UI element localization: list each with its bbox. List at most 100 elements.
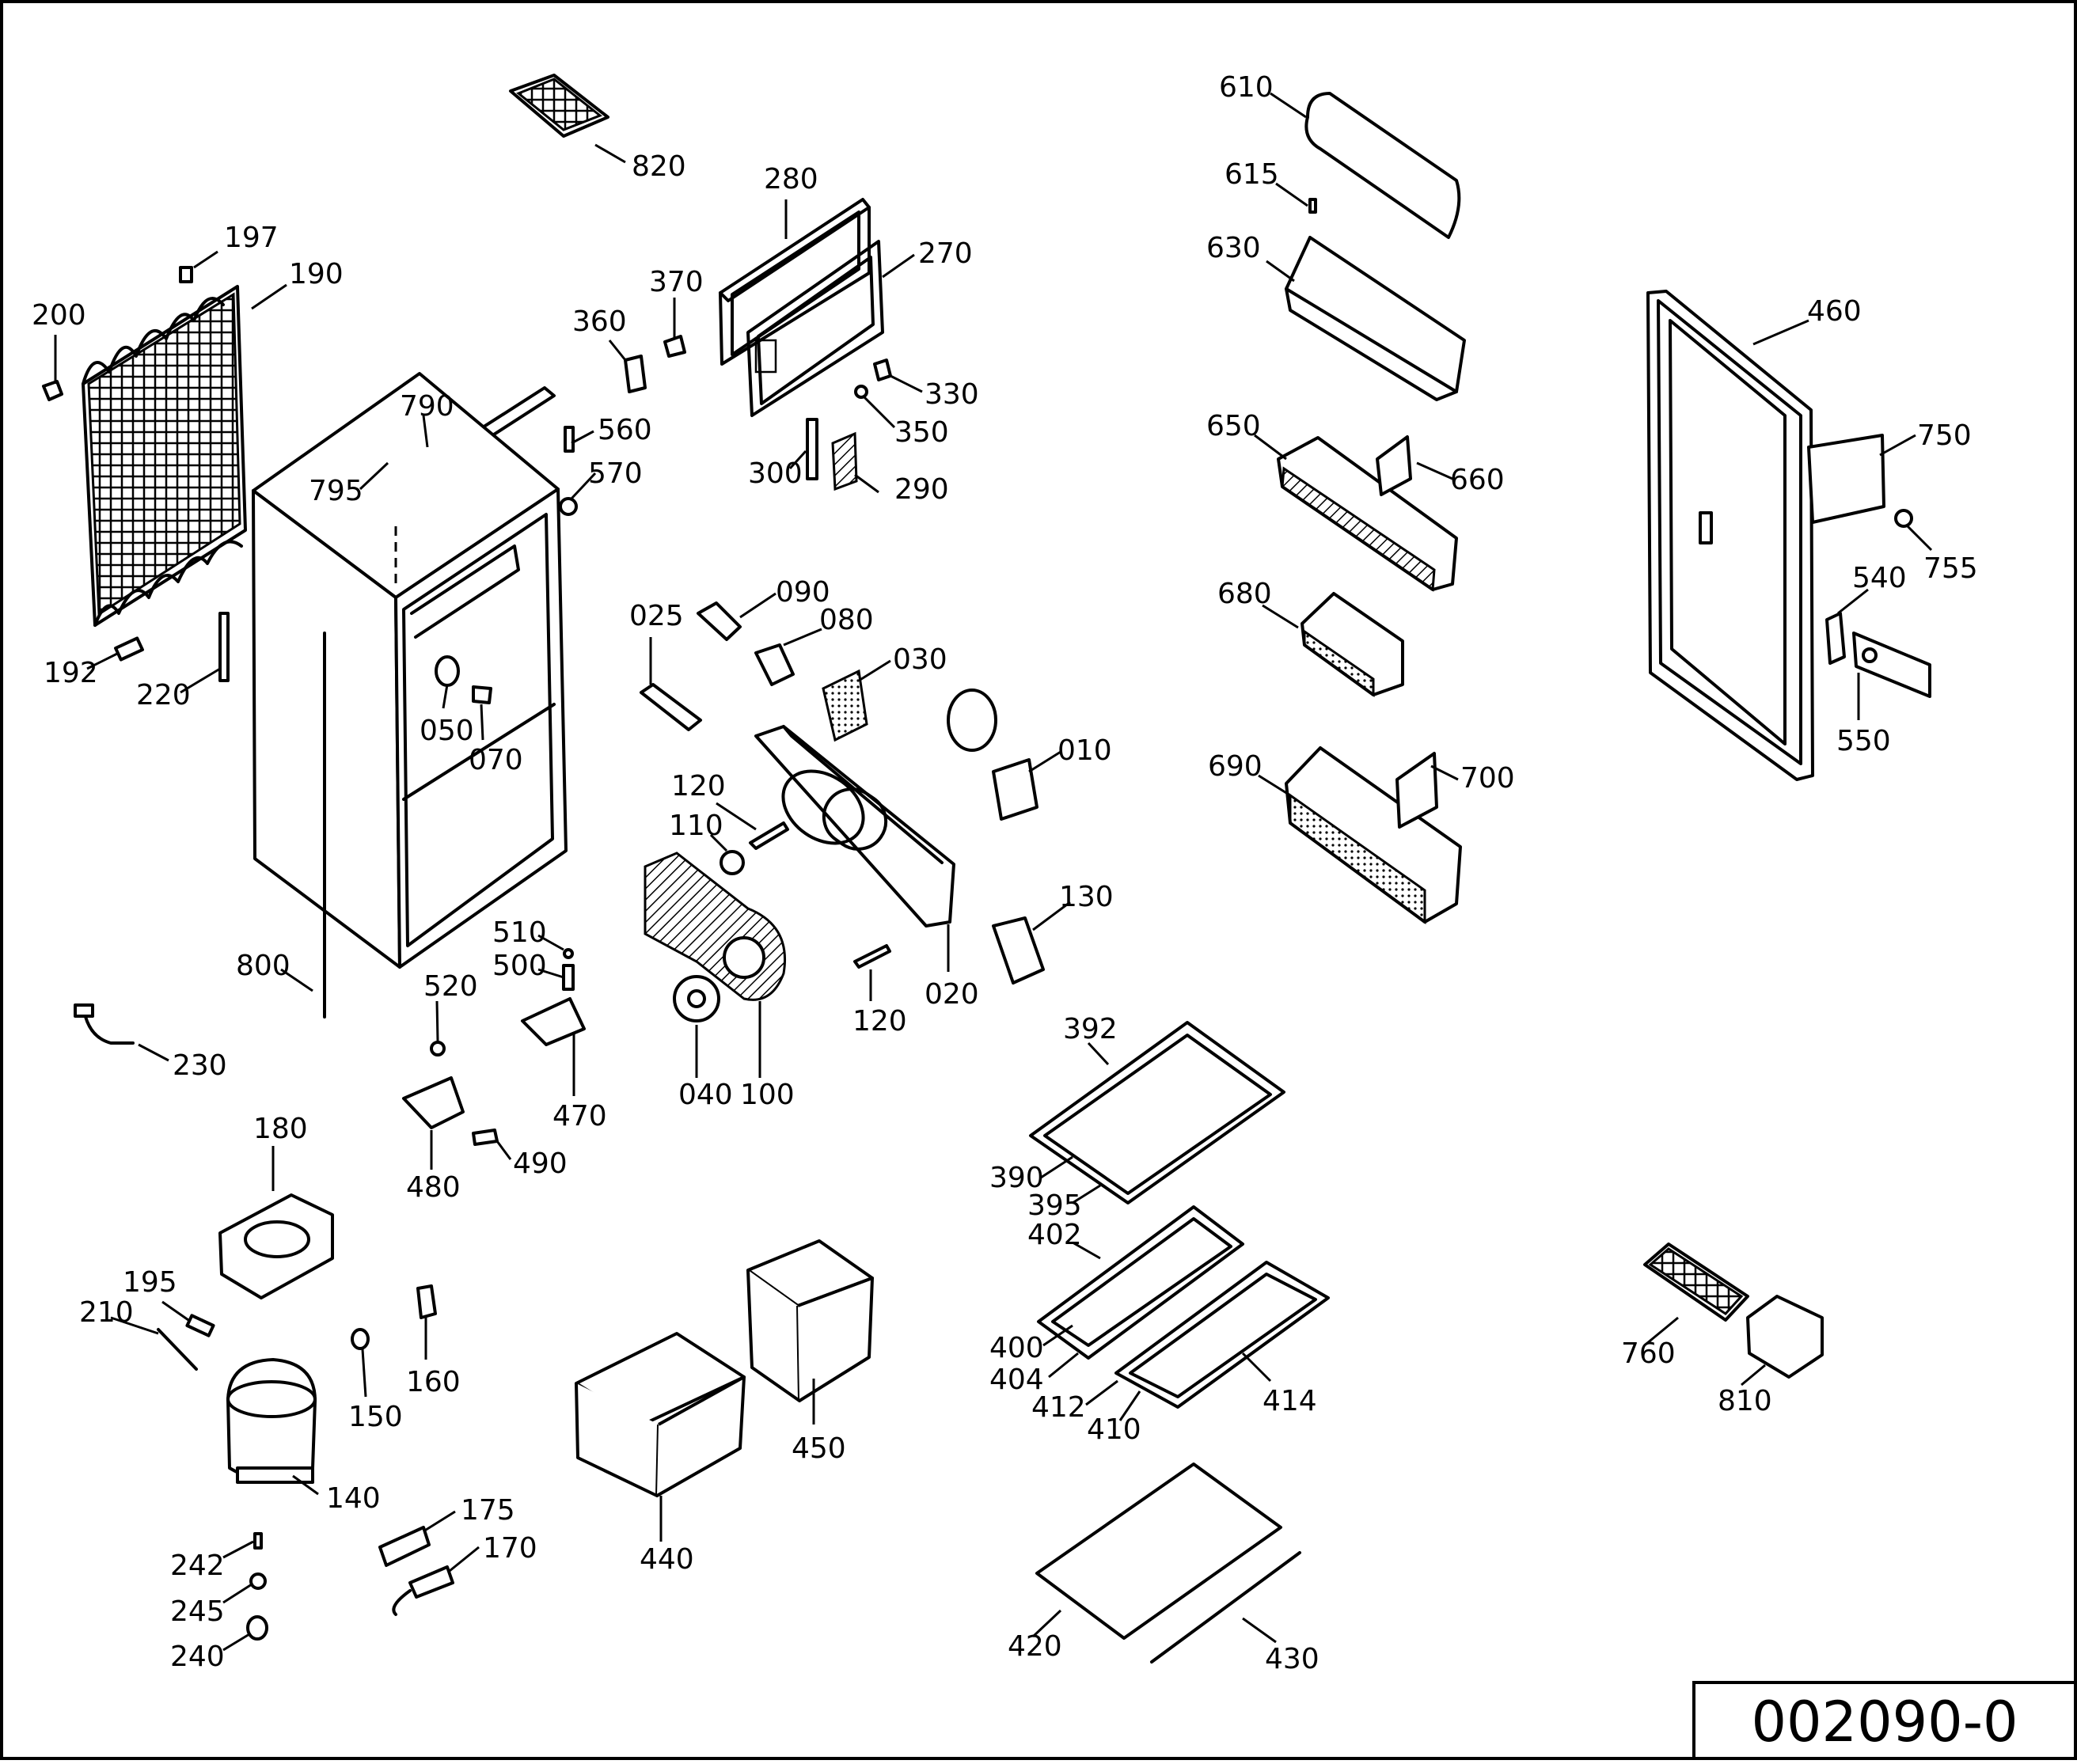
part-610-dairy-cover	[1304, 92, 1461, 239]
part-200-screw	[42, 380, 63, 401]
part-490-screw	[472, 1129, 499, 1146]
part-480-lower-hinge	[402, 1076, 465, 1129]
part-700-divider	[1395, 752, 1438, 829]
callout-200: 200	[32, 299, 86, 332]
callout-540: 540	[1852, 562, 1907, 594]
part-570-clip	[559, 497, 578, 516]
callout-755: 755	[1923, 552, 1978, 585]
callout-480: 480	[406, 1171, 461, 1204]
callout-690: 690	[1208, 750, 1263, 783]
callout-610: 610	[1219, 71, 1274, 104]
callout-404: 404	[989, 1364, 1044, 1396]
part-510-pin	[563, 948, 574, 959]
part-370-clip	[663, 335, 686, 358]
callout-490: 490	[513, 1148, 568, 1180]
part-750-hinge-cover	[1807, 434, 1885, 524]
part-810-butter-dish	[1746, 1295, 1824, 1379]
callout-680: 680	[1217, 578, 1272, 610]
part-120-screw-a	[749, 821, 789, 850]
callout-700: 700	[1460, 762, 1515, 795]
part-050-washer	[435, 655, 460, 687]
part-010-thermostat	[992, 758, 1038, 821]
part-170-relay	[392, 1565, 454, 1616]
callout-392: 392	[1063, 1013, 1118, 1045]
part-130-connector	[992, 916, 1045, 984]
part-650-door-shelf	[1277, 436, 1458, 592]
callout-412: 412	[1031, 1391, 1086, 1424]
callout-330: 330	[925, 378, 979, 411]
callout-560: 560	[598, 414, 652, 446]
callout-810: 810	[1718, 1385, 1772, 1417]
part-470-hinge	[521, 997, 586, 1046]
part-120-screw-b	[853, 944, 891, 969]
callout-040: 040	[678, 1079, 733, 1111]
part-140-compressor	[226, 1358, 317, 1484]
callout-150: 150	[348, 1401, 403, 1433]
part-460-fridge-door	[1646, 290, 1814, 781]
part-820-ice-tray	[509, 74, 609, 138]
callout-230: 230	[173, 1049, 227, 1082]
callout-400: 400	[989, 1332, 1044, 1364]
callout-110: 110	[669, 810, 723, 842]
callout-100: 100	[740, 1079, 795, 1111]
callout-370: 370	[649, 266, 704, 298]
leader-lines	[54, 92, 1933, 1652]
part-270-freezer-door	[746, 240, 884, 417]
callout-290: 290	[894, 473, 949, 506]
callout-520: 520	[423, 970, 478, 1003]
part-615-clip	[1308, 198, 1317, 214]
callout-labels: 820 280 270 197 190 200 370 360 330 350 …	[32, 71, 1978, 1675]
part-190-condenser	[82, 285, 247, 627]
callout-615: 615	[1225, 158, 1279, 191]
part-025-lamp-holder	[640, 683, 702, 731]
callout-080: 080	[819, 604, 874, 636]
part-070-screw	[472, 685, 492, 704]
part-300-handle	[806, 418, 818, 480]
title-block: 002090-0	[1692, 1681, 2077, 1760]
part-240-grommet	[246, 1615, 268, 1641]
callout-460: 460	[1807, 295, 1862, 328]
part-197-clip	[179, 266, 193, 283]
part-150-grommet	[351, 1328, 370, 1350]
callout-820: 820	[632, 150, 686, 183]
callout-030: 030	[893, 643, 947, 676]
part-680-small-shelf	[1300, 592, 1404, 697]
callout-750: 750	[1917, 419, 1972, 452]
part-402-shelf	[1037, 1205, 1244, 1360]
callout-197: 197	[224, 222, 279, 254]
callout-500: 500	[492, 950, 547, 982]
callout-025: 025	[629, 600, 684, 632]
callout-650: 650	[1206, 410, 1261, 442]
drawing-number: 002090-0	[1751, 1690, 2018, 1755]
part-230-power-cord	[74, 1003, 135, 1045]
callout-300: 300	[748, 457, 803, 490]
callout-160: 160	[406, 1366, 461, 1398]
part-330-latch	[873, 358, 892, 381]
callout-470: 470	[552, 1100, 607, 1132]
part-175-relay-cover	[378, 1526, 431, 1567]
part-500-hinge-pin	[562, 964, 575, 991]
part-440-large-bin	[575, 1332, 746, 1497]
part-110-knob	[720, 850, 745, 875]
part-392-shelf-frame	[1029, 1021, 1285, 1204]
part-420-glass-plate	[1035, 1462, 1282, 1640]
callout-192: 192	[44, 657, 98, 689]
part-195-filter	[185, 1314, 215, 1337]
part-280-freezer-door-gasket	[719, 198, 871, 366]
callout-070: 070	[469, 744, 523, 776]
callout-090: 090	[776, 576, 830, 609]
callout-510: 510	[492, 916, 547, 949]
callout-242: 242	[170, 1550, 225, 1582]
callout-140: 140	[326, 1482, 381, 1515]
callout-440: 440	[640, 1543, 694, 1576]
part-560-screw	[564, 426, 575, 453]
part-540-hinge	[1825, 612, 1846, 665]
part-010-thermostat-ring	[947, 689, 997, 752]
callout-430: 430	[1265, 1643, 1319, 1675]
callout-570: 570	[588, 457, 643, 490]
part-020-thermostat-housing	[754, 725, 955, 928]
part-030-lamp-cover	[822, 669, 868, 742]
callout-760: 760	[1621, 1337, 1676, 1370]
callout-050: 050	[420, 715, 474, 747]
